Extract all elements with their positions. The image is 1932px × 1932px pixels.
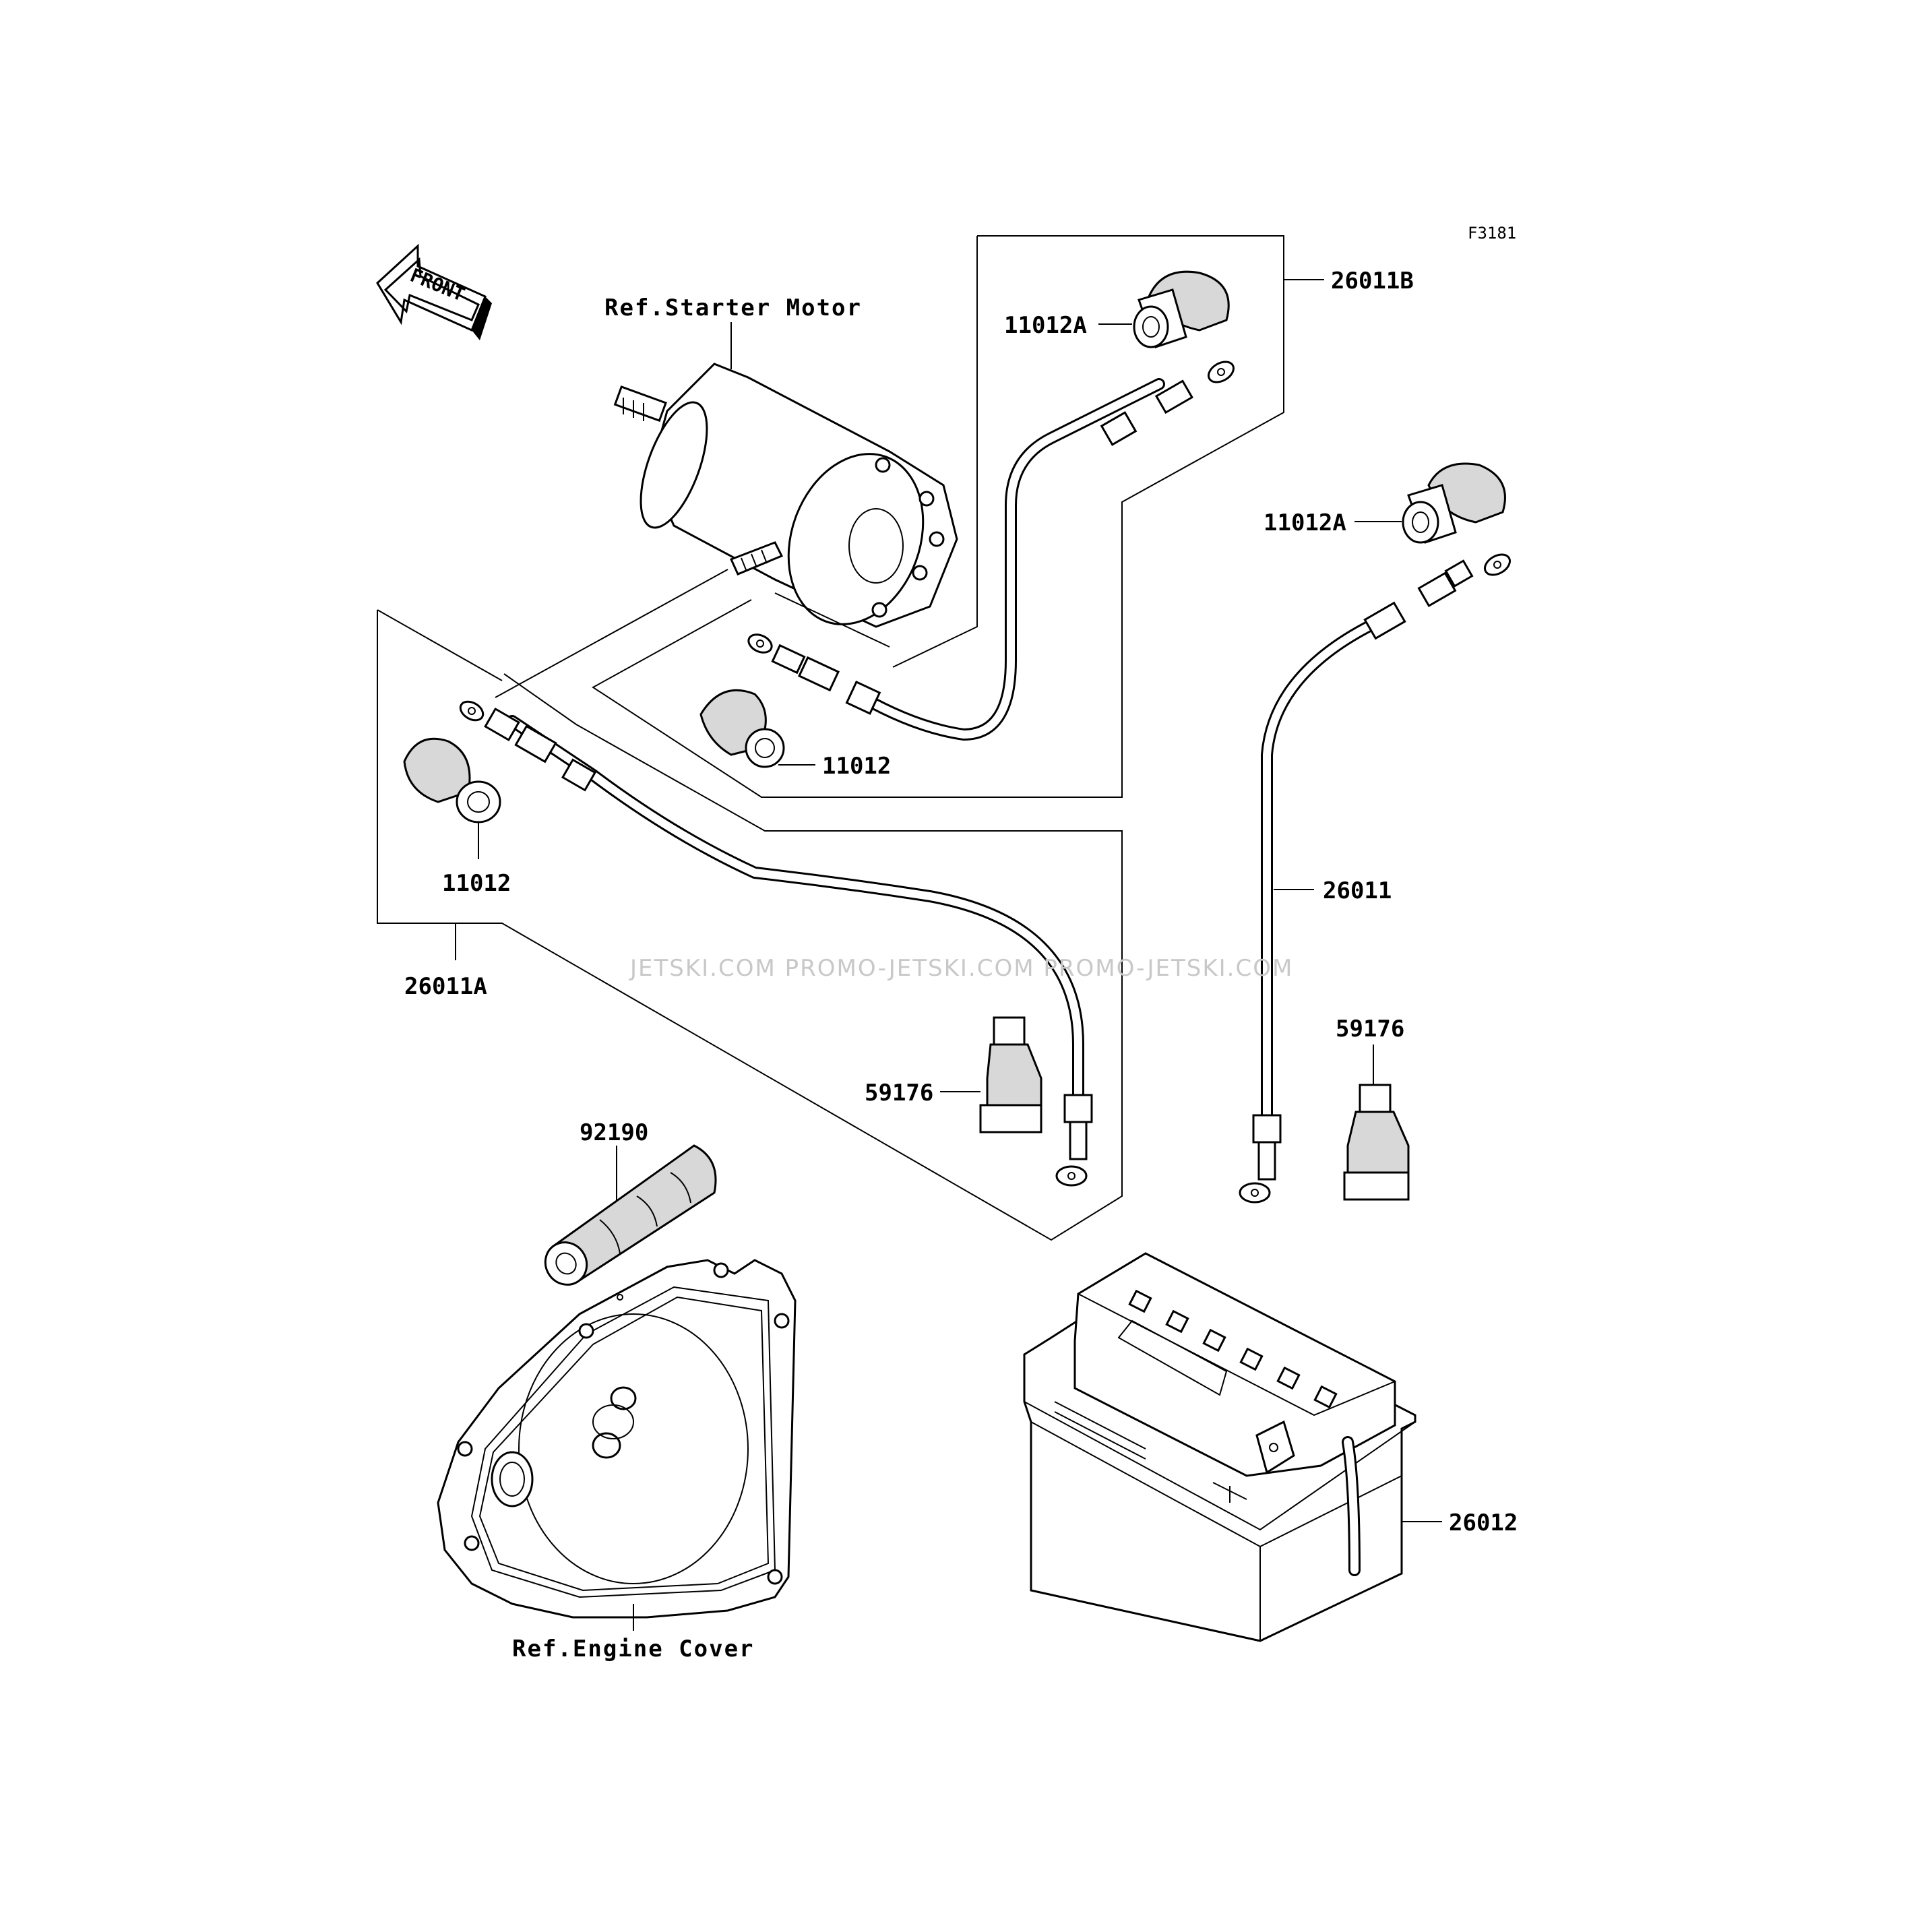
cable-26011	[1239, 553, 1511, 1204]
label-11012A-right: 11012A	[1264, 509, 1346, 536]
label-11012-middle: 11012	[822, 753, 891, 780]
watermark: JETSKI.COM PROMO-JETSKI.COM PROMO-JETSKI…	[629, 955, 1293, 982]
boot-59176-middle	[979, 1016, 1042, 1133]
label-26011A: 26011A	[404, 973, 487, 1000]
ref-engine-cover-label: Ref.Engine Cover	[512, 1635, 755, 1662]
cap-11012-middle	[699, 689, 785, 768]
cable-26011A	[459, 700, 1093, 1187]
label-26011B: 26011B	[1331, 268, 1414, 294]
cap-11012-left	[403, 737, 501, 823]
figure-code: F3181	[1468, 224, 1516, 243]
battery-26012	[1023, 1252, 1416, 1642]
cap-11012A-right	[1402, 462, 1506, 544]
label-26012: 26012	[1449, 1509, 1518, 1536]
label-59176-right: 59176	[1336, 1016, 1404, 1042]
front-arrow-icon: FRONT	[376, 243, 492, 340]
cable-26011B	[747, 361, 1235, 741]
boot-59176-right	[1343, 1084, 1410, 1201]
label-26011: 26011	[1323, 877, 1392, 904]
ref-starter-motor-label: Ref.Starter Motor	[604, 294, 862, 321]
label-11012A-top: 11012A	[1004, 312, 1087, 339]
label-11012-left: 11012	[442, 870, 511, 897]
label-92190: 92190	[580, 1119, 648, 1146]
engine-cover	[437, 1259, 797, 1619]
cap-11012A-top	[1133, 270, 1230, 348]
label-59176-middle: 59176	[865, 1080, 933, 1107]
tube-92190	[544, 1144, 717, 1286]
starter-motor	[613, 363, 958, 628]
